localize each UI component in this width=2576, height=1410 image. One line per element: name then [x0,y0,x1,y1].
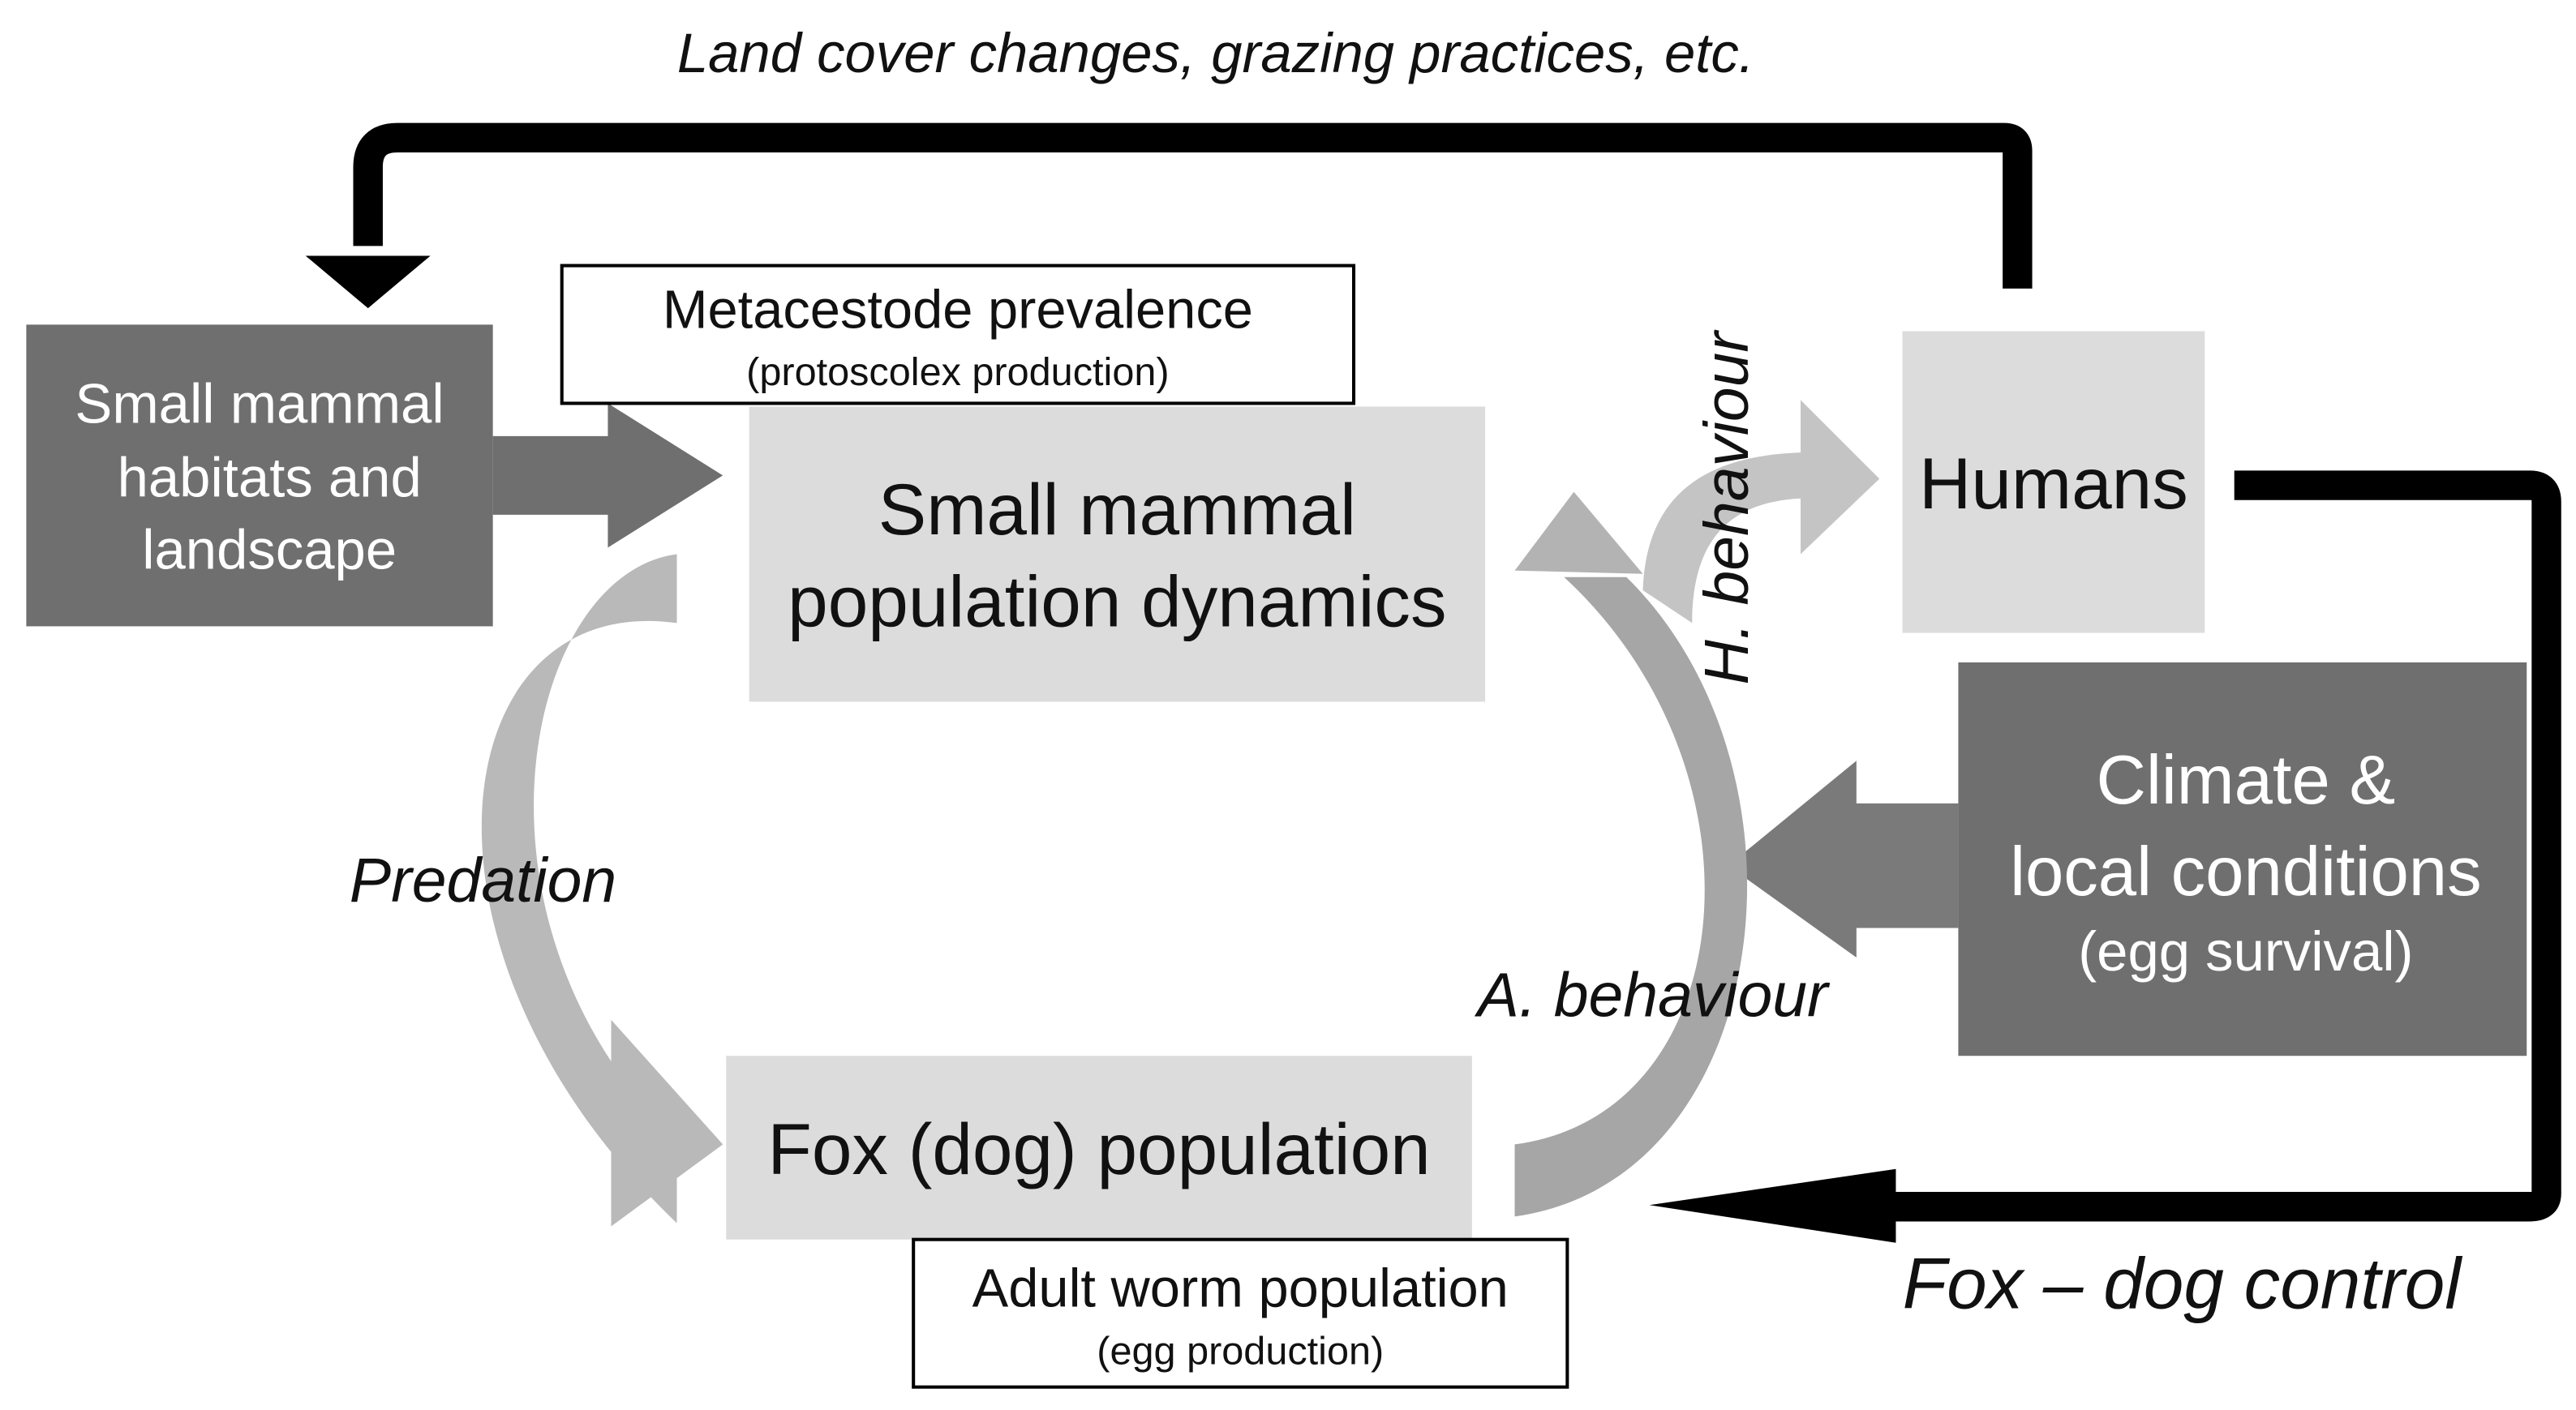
fox-label: Fox (dog) population [767,1108,1430,1189]
a-behaviour-arrow [1514,576,1748,1217]
metacestode-box [560,264,1356,405]
land-cover-label: Land cover changes, grazing practices, e… [677,22,1754,84]
predation-label: Predation [350,846,616,915]
habitats-line3: landscape [142,519,397,581]
small-mammal-line1: Small mammal [878,469,1356,550]
adult-worm-box [912,1237,1569,1389]
a-behaviour-label: A. behaviour [1475,961,1831,1031]
habitats-line2: habitats and [118,447,422,509]
habitats-box [26,324,493,627]
land-cover-arrow [353,122,2033,289]
fox-dog-control-arrowhead [1649,1168,1896,1243]
climate-to-fox-arrow [1728,761,1959,958]
fox-dog-control-arrow [1889,470,2561,1222]
small-mammal-box [749,406,1486,702]
predation-arrowhead [611,1019,723,1227]
small-mammal-line2: population dynamics [788,561,1446,642]
fox-box [726,1056,1472,1240]
climate-line2: local conditions [2010,834,2482,911]
climate-box [1958,662,2527,1056]
predation-arrow [481,554,677,1224]
h-behaviour-label: H. behaviour [1692,329,1762,685]
metacestode-sub: (protoscolex production) [746,350,1169,394]
humans-label: Humans [1919,443,2188,524]
humans-box [1902,331,2205,633]
fox-dog-control-label: Fox – dog control [1903,1243,2463,1324]
metacestode-title: Metacestode prevalence [663,280,1253,340]
climate-line1: Climate & [2097,742,2396,819]
a-behaviour-arrowhead [1514,491,1643,574]
adult-worm-title: Adult worm population [972,1259,1509,1319]
climate-line3: (egg survival) [2078,920,2413,983]
h-behaviour-arrowhead [1800,400,1880,555]
habitats-line1: Small mammal [75,373,444,435]
adult-worm-sub: (egg production) [1097,1329,1384,1373]
h-behaviour-arrow [1642,452,1801,624]
habitats-to-mammal-arrow [492,403,723,548]
land-cover-arrowhead [305,255,431,309]
